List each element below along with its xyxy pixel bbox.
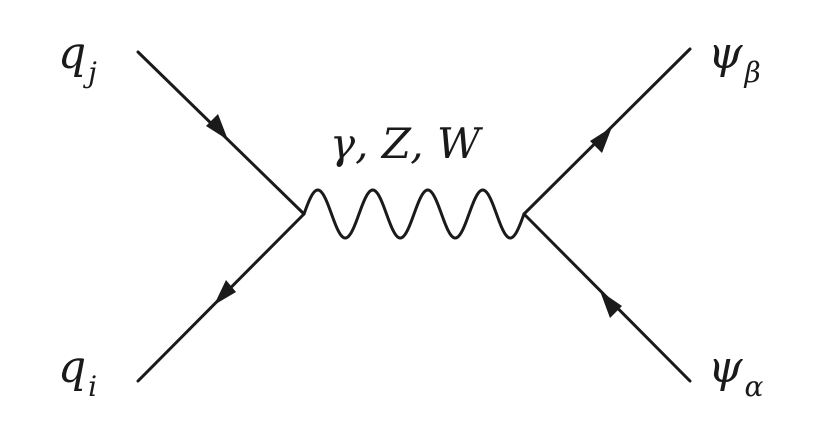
label-qj: qj (58, 28, 97, 89)
label-psi-beta: ψβ (708, 28, 761, 89)
arrow-qj (206, 114, 228, 140)
arrow-qi (214, 280, 236, 305)
arrow-psi-beta (590, 127, 612, 153)
boson-propagator-wave (302, 188, 526, 240)
label-qi: qi (58, 342, 97, 403)
label-psi-alpha: ψα (708, 342, 764, 403)
arrow-psi-alpha (600, 291, 622, 318)
label-boson: γ, Z, W (330, 119, 484, 168)
